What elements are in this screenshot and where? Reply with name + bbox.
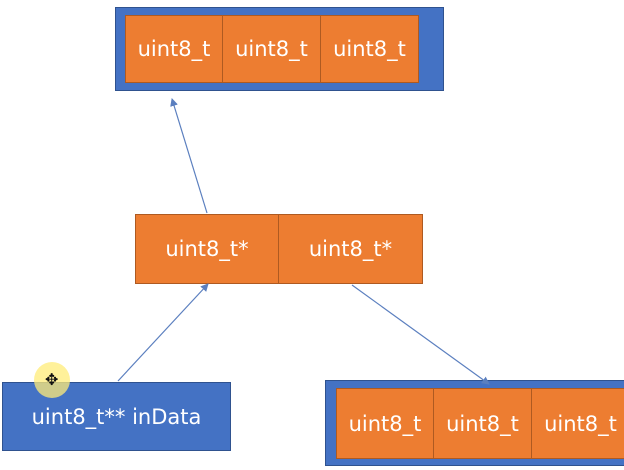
bottom-array-cell-3: uint8_t [532,388,624,459]
top-array-cell-1: uint8_t [125,15,223,83]
pointer-array-row: uint8_t* uint8_t* [135,214,423,284]
arrow-pointer-to-bottom-array [351,284,490,385]
bottom-array-row: uint8_t uint8_t uint8_t [336,388,624,459]
arrow-pointer-to-top-array [170,98,208,214]
top-array-cell-3: uint8_t [321,15,419,83]
move-cursor-icon: ✥ [45,370,59,389]
top-array-row: uint8_t uint8_t uint8_t [125,15,419,83]
pointer-array-cell-2: uint8_t* [279,214,423,284]
cursor-highlight [34,362,70,398]
top-array-cell-2: uint8_t [223,15,321,83]
pointer-array-cell-1: uint8_t* [135,214,279,284]
bottom-array-cell-2: uint8_t [434,388,532,459]
arrow-indata-to-pointer-array [117,283,209,382]
bottom-array-cell-1: uint8_t [336,388,434,459]
